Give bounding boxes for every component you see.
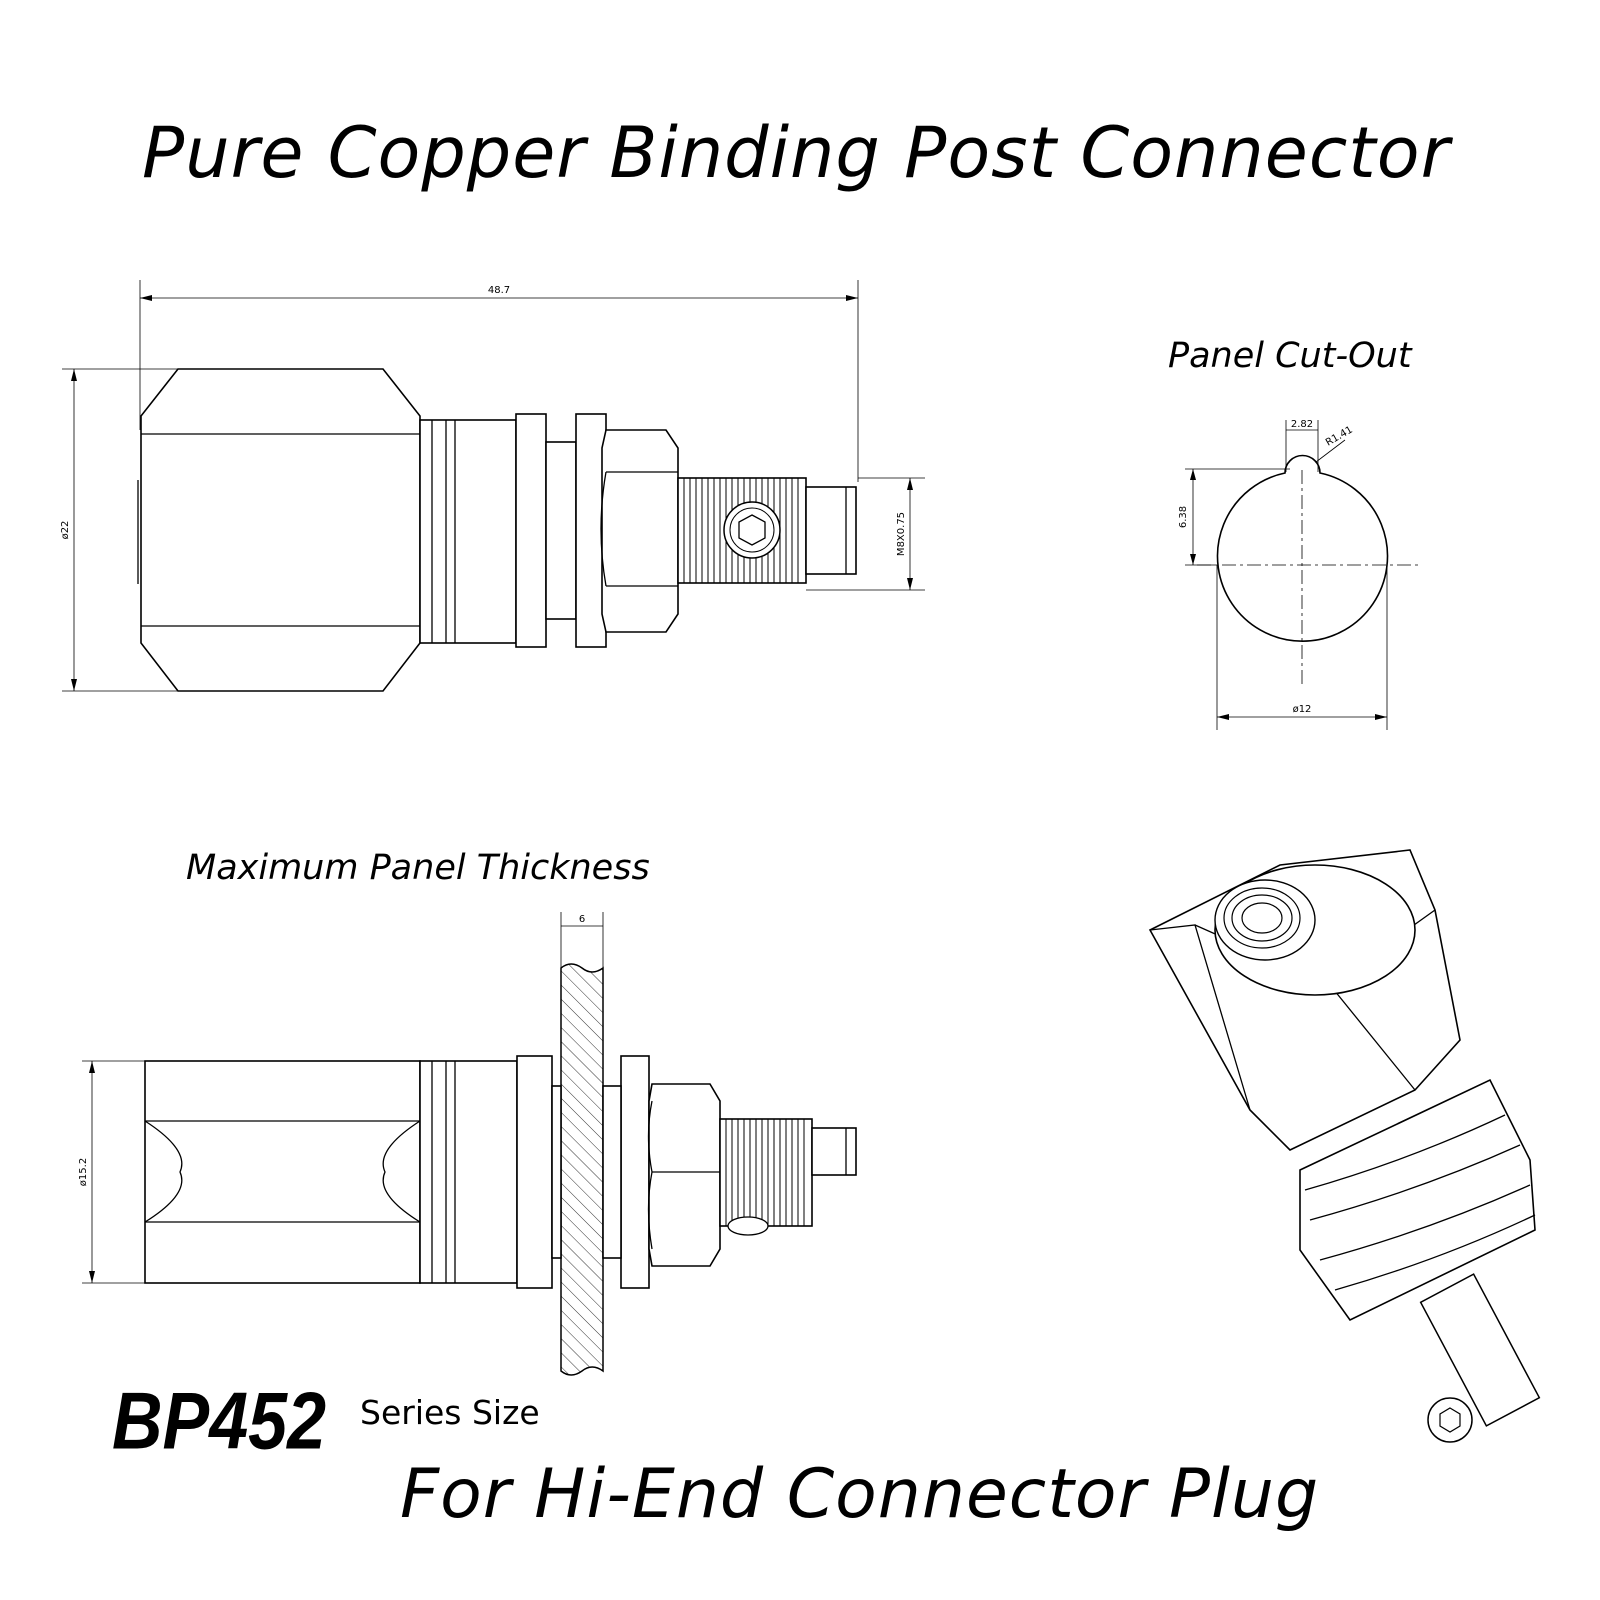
dim-key-offset: 6.38 [1178, 506, 1189, 528]
max-panel-thickness-label: Maximum Panel Thickness [186, 848, 650, 888]
isometric-view-drawing [1148, 849, 1541, 1443]
top-side-view-drawing: 48.7 ø22 [60, 280, 925, 692]
model-name: BP452 [112, 1376, 327, 1466]
dim-diameter-body: ø22 [60, 521, 71, 540]
panel-cutout-drawing: 2.82 R1.41 6.38 ø12 [1178, 419, 1420, 730]
dim-thread: M8X0.75 [896, 512, 907, 556]
dim-diameter-side: ø15.2 [78, 1158, 89, 1186]
dim-panel-thickness: 6 [579, 914, 585, 925]
page-title: Pure Copper Binding Post Connector [142, 112, 1451, 194]
dim-key-radius: R1.41 [1324, 424, 1355, 448]
series-label: Series Size [360, 1393, 540, 1432]
panel-cutout-label: Panel Cut-Out [1168, 336, 1412, 376]
dim-key-width: 2.82 [1291, 419, 1313, 430]
page-subtitle: For Hi-End Connector Plug [400, 1455, 1320, 1534]
panel-thickness-drawing: 6 ø15.2 [78, 912, 857, 1376]
dim-cutout-diameter: ø12 [1293, 704, 1312, 715]
dim-overall-length: 48.7 [488, 285, 510, 296]
